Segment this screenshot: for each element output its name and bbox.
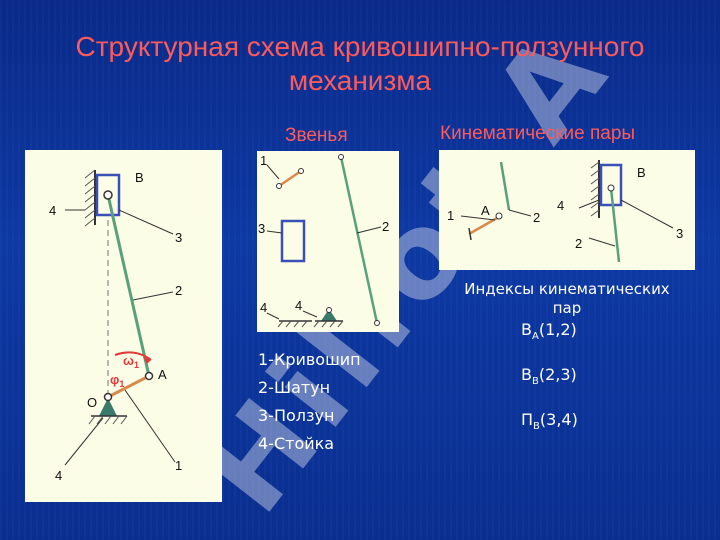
label-3: 3 <box>676 226 683 241</box>
label-2: 2 <box>382 219 389 234</box>
mechanism-svg: B 4 3 2 ω1 φ1 A O 4 1 <box>49 169 182 483</box>
ground-hatch <box>88 415 128 425</box>
stand-hatch-1 <box>277 320 308 328</box>
label-o: O <box>87 395 97 410</box>
links-legend: 1-Кривошип 2-Шатун 3-Ползун 4-Стойка <box>258 346 361 458</box>
heading-links: Звенья <box>285 125 348 146</box>
stand-triangle <box>321 309 337 321</box>
joint-b <box>103 190 113 200</box>
label-a: A <box>481 203 490 218</box>
label-2: 2 <box>175 283 182 298</box>
joint-b <box>607 184 615 192</box>
legend-item-crank: 1-Кривошип <box>258 350 361 369</box>
rod-top <box>609 187 621 263</box>
wall-hatch <box>590 161 600 217</box>
pairs-list: ВА(1,2) ВВ(2,3) ПВ(3,4) <box>521 320 578 456</box>
omega-arrow <box>114 351 152 361</box>
leader-4b <box>302 310 318 318</box>
stand-hatch-2 <box>313 320 344 328</box>
leader-4-bottom <box>64 417 104 466</box>
leader-2a <box>508 209 532 217</box>
leader-4a <box>266 312 280 320</box>
connecting-rod <box>106 194 151 377</box>
links-svg: 1 3 2 4 4 <box>258 153 389 328</box>
label-4b: 4 <box>295 298 302 313</box>
leader-1 <box>460 215 496 221</box>
label-2a: 2 <box>533 210 540 225</box>
heading-kinematic-pairs: Кинематические пары <box>440 123 636 144</box>
leader-3 <box>118 209 174 235</box>
stand-joint <box>326 307 332 313</box>
pairs-index-title: Индексы кинематических пар <box>464 280 670 317</box>
legend-item-slider: 3-Ползун <box>258 406 335 425</box>
crank-joint-left <box>276 183 282 189</box>
label-4a: 4 <box>260 300 267 315</box>
label-b: B <box>135 170 144 185</box>
slider-link <box>280 219 306 263</box>
wall-hatch <box>84 169 96 227</box>
leader-2b <box>588 237 616 247</box>
crank-segment <box>468 216 498 236</box>
leader-2 <box>132 291 174 301</box>
legend-item-rod: 2-Шатун <box>258 378 331 397</box>
joint-a <box>495 212 503 220</box>
label-omega: ω1 <box>123 353 139 370</box>
pair-item-b: ВВ(2,3) <box>521 365 577 388</box>
label-1: 1 <box>175 458 182 473</box>
crank-link <box>278 169 302 188</box>
leader-3 <box>266 230 283 234</box>
label-4-bottom: 4 <box>55 468 62 483</box>
joint-a <box>144 371 154 381</box>
label-1: 1 <box>447 208 454 223</box>
crank-tick <box>468 227 472 241</box>
crank <box>107 374 150 399</box>
links-diagram: 1 3 2 4 4 <box>257 151 399 332</box>
pairs-svg: 1 A 2 4 B 3 2 <box>447 160 683 263</box>
rod-segment <box>499 161 511 211</box>
pair-item-slider: ПВ(3,4) <box>521 410 578 433</box>
slide-title: Структурная схема кривошипно-ползунного … <box>75 31 645 96</box>
leader-4 <box>578 199 600 209</box>
pairs-diagram: 1 A 2 4 B 3 2 <box>439 150 695 270</box>
label-3: 3 <box>258 221 265 236</box>
label-b: B <box>637 165 646 180</box>
label-a: A <box>158 367 167 382</box>
mechanism-diagram-left: B 4 3 2 ω1 φ1 A O 4 1 <box>25 150 222 502</box>
rod-joint-top <box>338 154 344 160</box>
label-4: 4 <box>557 198 564 213</box>
slider-block <box>599 163 623 207</box>
label-phi: φ1 <box>110 372 124 389</box>
support-triangle <box>99 398 117 416</box>
leader-3 <box>620 199 674 229</box>
crank-joint-right <box>298 168 304 174</box>
legend-item-stand: 4-Стойка <box>258 434 335 453</box>
leader-1 <box>124 389 176 463</box>
leader-1 <box>266 164 280 180</box>
rod-joint-bottom <box>374 320 380 326</box>
label-3: 3 <box>175 230 182 245</box>
label-2b: 2 <box>575 236 582 251</box>
label-4-top: 4 <box>49 203 56 218</box>
rod-link <box>339 156 379 324</box>
slider-block <box>95 173 121 217</box>
label-1: 1 <box>260 153 267 168</box>
omega-arrowhead <box>143 357 151 364</box>
leader-2 <box>356 226 382 234</box>
pair-item-a: ВА(1,2) <box>521 320 577 343</box>
joint-o <box>103 392 113 402</box>
